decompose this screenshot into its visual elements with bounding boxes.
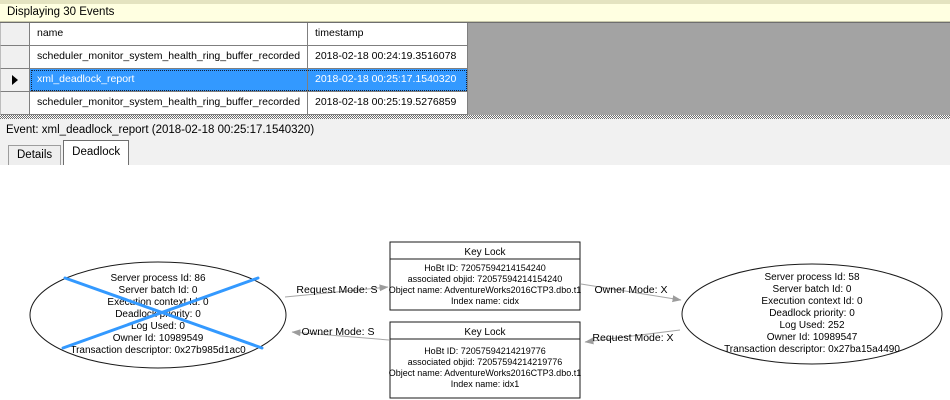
edge-request-s xyxy=(284,284,389,298)
cell-name[interactable]: scheduler_monitor_system_health_ring_buf… xyxy=(30,46,308,69)
lock-line: associated objid: 72057594214219776 xyxy=(408,357,563,367)
row-header-cell[interactable] xyxy=(0,46,30,69)
edge-owner-s xyxy=(291,329,390,341)
table-row[interactable]: scheduler_monitor_system_health_ring_buf… xyxy=(0,46,468,69)
victim-line: Transaction descriptor: 0x27b985d1ac0 xyxy=(70,345,246,356)
key-lock-title: Key Lock xyxy=(464,327,506,338)
column-header-timestamp[interactable]: timestamp xyxy=(308,23,468,46)
victim-line: Owner Id: 10989549 xyxy=(113,333,204,344)
lock-line: associated objid: 72057594214154240 xyxy=(408,274,563,284)
tab-details[interactable]: Details xyxy=(8,145,62,165)
process-line: Transaction descriptor: 0x27ba15a4490 xyxy=(724,344,900,355)
table-row-selected[interactable]: xml_deadlock_report 2018-02-18 00:25:17.… xyxy=(0,69,468,92)
table-row[interactable]: scheduler_monitor_system_health_ring_buf… xyxy=(0,92,468,115)
process-node[interactable]: Server process Id: 58 Server batch Id: 0… xyxy=(681,263,943,365)
process-line: Log Used: 252 xyxy=(779,320,844,331)
key-lock-node-top[interactable]: Key Lock HoBt ID: 72057594214154240 asso… xyxy=(389,241,581,311)
edge-owner-x xyxy=(580,283,682,303)
cell-name[interactable]: xml_deadlock_report xyxy=(30,69,308,92)
lock-line: HoBt ID: 72057594214219776 xyxy=(424,346,546,356)
victim-line: Execution context Id: 0 xyxy=(107,297,209,308)
key-lock-title: Key Lock xyxy=(464,247,506,258)
process-node-victim[interactable]: Server process Id: 86 Server batch Id: 0… xyxy=(29,261,287,369)
lock-line: Object name: AdventureWorks2016CTP3.dbo.… xyxy=(389,368,581,378)
cell-timestamp[interactable]: 2018-02-18 00:25:17.1540320 xyxy=(308,69,468,92)
deadlock-graph: Request Mode: S Owner Mode: S Owner Mode… xyxy=(29,241,943,399)
detail-tabstrip: Details Deadlock xyxy=(0,140,950,165)
deadlock-graph-pane: Request Mode: S Owner Mode: S Owner Mode… xyxy=(0,165,950,400)
lock-line: HoBt ID: 72057594214154240 xyxy=(424,263,546,273)
process-line: Server batch Id: 0 xyxy=(773,284,852,295)
lock-line: Index name: idx1 xyxy=(451,379,520,389)
current-row-indicator-icon xyxy=(12,75,18,85)
victim-line: Server process Id: 86 xyxy=(110,273,205,284)
events-count-label: Displaying 30 Events xyxy=(7,6,115,18)
process-line: Deadlock priority: 0 xyxy=(769,308,855,319)
lock-line: Index name: cidx xyxy=(451,296,520,306)
table-header-row: name timestamp xyxy=(0,23,468,46)
event-summary-label: Event: xml_deadlock_report (2018-02-18 0… xyxy=(6,124,315,136)
events-count-bar: Displaying 30 Events xyxy=(0,0,950,22)
edge-label-owner-x: Owner Mode: X xyxy=(595,284,668,296)
horizontal-splitter[interactable] xyxy=(0,115,950,119)
victim-cross-icon xyxy=(61,276,260,350)
cell-timestamp[interactable]: 2018-02-18 00:24:19.3516078 xyxy=(308,46,468,69)
event-summary-bar: Event: xml_deadlock_report (2018-02-18 0… xyxy=(0,119,950,140)
corner-header-cell xyxy=(0,23,30,46)
victim-line: Server batch Id: 0 xyxy=(119,285,198,296)
column-header-name[interactable]: name xyxy=(30,23,308,46)
victim-line: Log Used: 0 xyxy=(131,321,185,332)
edge-request-x xyxy=(584,329,681,345)
edge-label-owner-s: Owner Mode: S xyxy=(302,326,375,338)
edge-label-request-s: Request Mode: S xyxy=(296,284,377,296)
process-line: Execution context Id: 0 xyxy=(761,296,863,307)
tab-deadlock[interactable]: Deadlock xyxy=(63,140,130,165)
events-table: name timestamp scheduler_monitor_system_… xyxy=(0,22,950,115)
edge-label-request-x: Request Mode: X xyxy=(592,332,673,344)
process-line: Owner Id: 10989547 xyxy=(767,332,858,343)
key-lock-node-bottom[interactable]: Key Lock HoBt ID: 72057594214219776 asso… xyxy=(389,321,581,399)
events-table-surface: name timestamp scheduler_monitor_system_… xyxy=(0,23,468,115)
cell-timestamp[interactable]: 2018-02-18 00:25:19.5276859 xyxy=(308,92,468,115)
process-line: Server process Id: 58 xyxy=(764,272,859,283)
row-header-cell[interactable] xyxy=(0,69,30,92)
cell-name[interactable]: scheduler_monitor_system_health_ring_buf… xyxy=(30,92,308,115)
row-header-cell[interactable] xyxy=(0,92,30,115)
lock-line: Object name: AdventureWorks2016CTP3.dbo.… xyxy=(389,285,581,295)
